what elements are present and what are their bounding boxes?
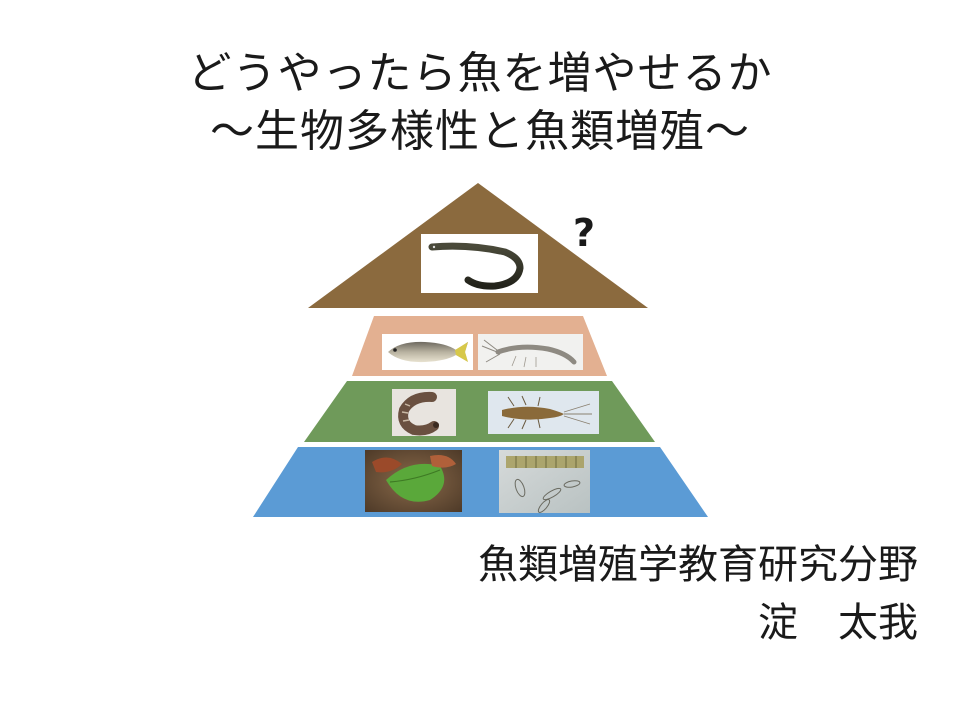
slide-title-line2: ～生物多様性と魚類増殖～ <box>210 106 750 157</box>
slide-title-line1: どうやったら魚を増やせるか <box>187 48 773 99</box>
question-mark: ? <box>573 211 595 255</box>
eel-photo <box>421 234 538 293</box>
diatom-photo <box>499 450 590 513</box>
presenter-name: 淀 太我 <box>758 600 918 646</box>
caddisfly-larva-photo <box>392 389 456 436</box>
shrimp-photo <box>478 334 583 370</box>
department-name: 魚類増殖学教育研究分野 <box>478 542 918 588</box>
leaf-litter-photo <box>365 450 462 512</box>
pyramid-tier-third <box>304 381 655 442</box>
pyramid-tier-base <box>253 447 708 517</box>
fish-photo <box>382 334 473 370</box>
mayfly-nymph-photo <box>488 391 599 434</box>
